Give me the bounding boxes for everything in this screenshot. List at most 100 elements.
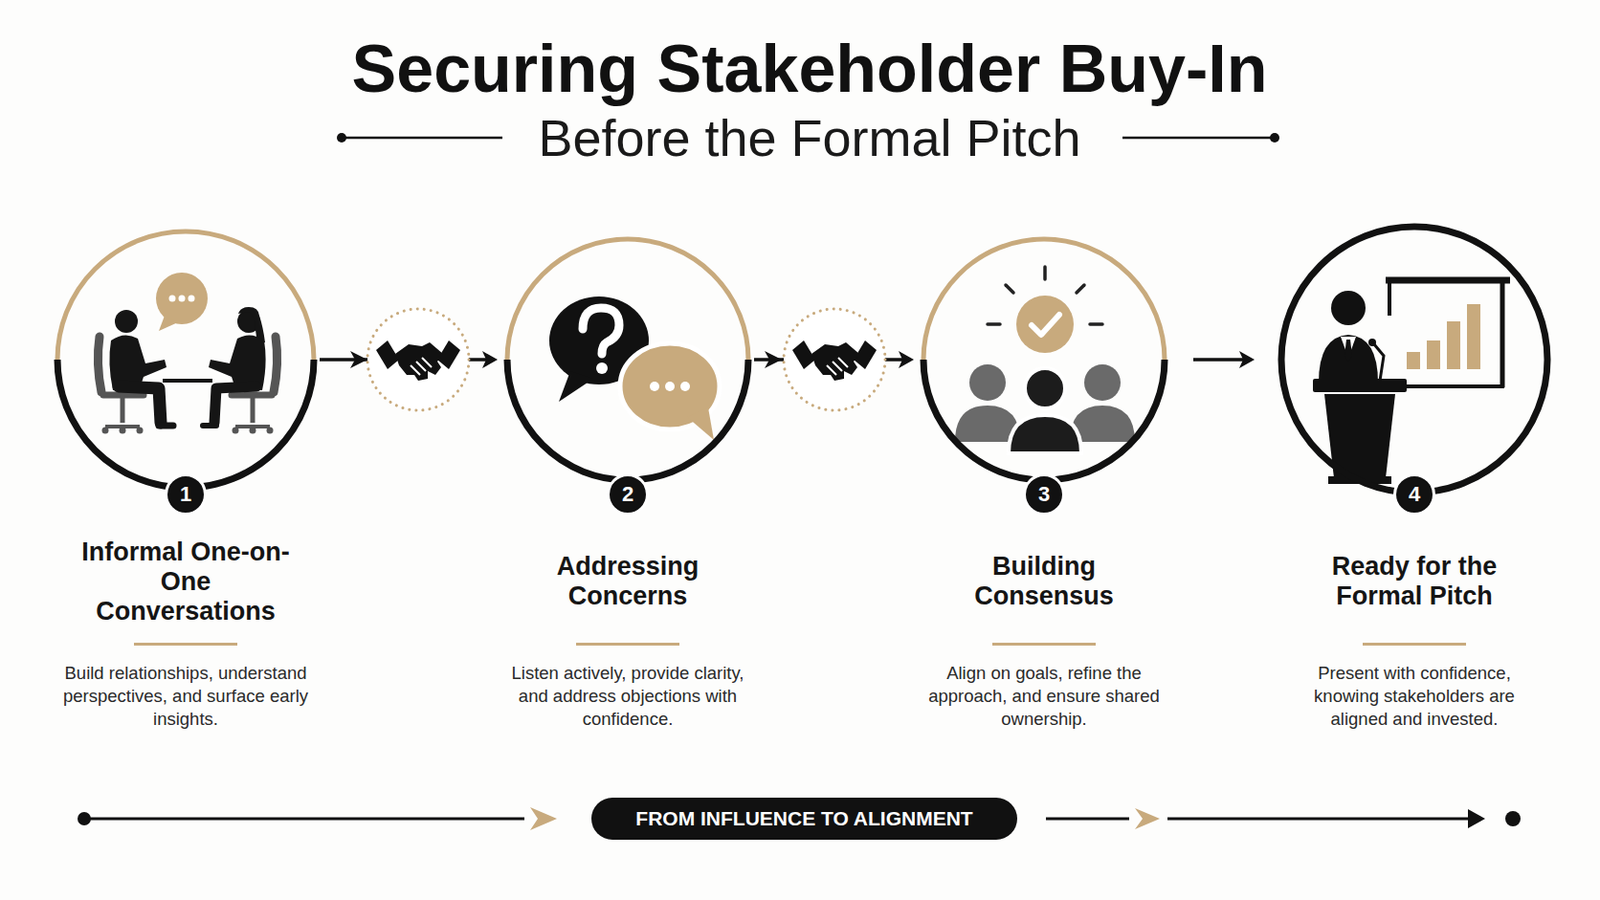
seated-person — [102, 427, 110, 435]
diagram-title: Securing Stakeholder Buy-In — [235, 30, 1384, 108]
connector-line — [1193, 357, 1244, 362]
ring-arc — [57, 359, 314, 489]
seated-person — [214, 386, 257, 423]
arrow-head — [482, 351, 498, 369]
seated-person — [120, 395, 126, 423]
presenter-icon — [1385, 277, 1511, 285]
speech-bubble — [188, 295, 196, 303]
seated-person — [250, 395, 256, 423]
consensus-icon — [1076, 285, 1085, 293]
seated-person — [232, 427, 240, 435]
seated-person — [202, 422, 217, 429]
handshake-symbol — [792, 340, 877, 381]
seated-person — [273, 336, 278, 393]
ring-outline — [1281, 226, 1548, 493]
subtitle-ornament — [1122, 136, 1275, 140]
subtitle: Before the Formal Pitch — [426, 107, 1193, 169]
concerns-icon — [687, 407, 714, 441]
presenter-icon — [1406, 352, 1421, 370]
consensus-icon — [1005, 285, 1014, 293]
gold-rule — [576, 643, 680, 646]
seated-person — [158, 422, 174, 430]
consensus-icon — [987, 322, 1000, 327]
description-area: Listen actively, provide clarity, and ad… — [493, 662, 762, 732]
arrow-head — [898, 351, 914, 369]
seated-person — [136, 427, 144, 435]
description-area: Align on goals, refine the approach, and… — [910, 662, 1178, 732]
ring-arc — [57, 231, 314, 360]
presenter-icon — [1500, 280, 1506, 388]
seated-person — [97, 336, 102, 393]
meeting-icon — [97, 272, 277, 435]
arrow-head — [1239, 351, 1255, 369]
timeline-line — [1467, 809, 1486, 829]
step-heading: Informal One-on-One Conversations — [74, 537, 297, 627]
consensus-icon — [1031, 314, 1060, 335]
consensus-icon — [969, 364, 1006, 401]
step-heading: Ready for the Formal Pitch — [1303, 552, 1526, 612]
presenter-icon — [1446, 321, 1461, 370]
consensus-icon — [1043, 266, 1047, 280]
description-area: Present with confidence, knowing stakeho… — [1280, 662, 1549, 732]
speech-bubble — [155, 272, 208, 332]
consensus-icon — [1008, 415, 1082, 454]
heading-area: Addressing Concerns — [484, 535, 772, 628]
step-number: 3 — [1022, 473, 1066, 516]
timeline-line — [530, 807, 557, 831]
step-description: Align on goals, refine the approach, and… — [915, 662, 1173, 732]
step-number: 1 — [164, 473, 207, 516]
heading-area: Ready for the Formal Pitch — [1270, 535, 1558, 628]
seated-person — [266, 427, 274, 435]
handshake-symbol — [376, 340, 461, 381]
gold-rule — [1362, 643, 1467, 646]
speech-bubble — [178, 295, 186, 303]
timeline-line — [77, 807, 1521, 831]
step-description: Present with confidence, knowing stakeho… — [1286, 662, 1543, 732]
ring-arc — [923, 359, 1165, 481]
presenter-icon — [1344, 339, 1353, 362]
seated-person — [202, 307, 278, 435]
concerns-icon — [558, 371, 594, 402]
concerns-icon — [649, 381, 660, 392]
timeline-line — [1505, 811, 1521, 827]
consensus-icon — [1089, 322, 1103, 327]
gold-rule — [992, 643, 1096, 646]
step-circle: 3Building ConsensusAlign on goals, refin… — [919, 235, 1169, 485]
step-description: Build relationships, understand perspect… — [57, 662, 314, 732]
ring-arc — [507, 359, 749, 481]
subtitle-ornament — [336, 133, 347, 143]
seated-person — [249, 427, 257, 435]
band-label: FROM INFLUENCE TO ALIGNMENT — [635, 807, 973, 831]
presenter-icon — [1426, 340, 1441, 370]
step-circle: 4Ready for the Formal PitchPresent with … — [1277, 222, 1552, 497]
timeline-line — [84, 818, 525, 822]
speech-bubble — [158, 315, 178, 332]
heading-area: Building Consensus — [900, 535, 1188, 628]
presenter-icon — [1387, 280, 1392, 316]
timeline-line — [1045, 818, 1130, 822]
concerns-icon — [549, 296, 720, 441]
handshake-symbol — [764, 351, 782, 369]
timeline-line — [77, 812, 91, 826]
seated-person — [119, 427, 127, 435]
presenter-icon — [1312, 378, 1407, 393]
presenter-icon — [1312, 280, 1511, 485]
seated-person — [114, 310, 138, 334]
consensus-icon — [1024, 368, 1066, 409]
ring-arc — [507, 239, 749, 360]
ring-outline — [919, 235, 1169, 485]
speech-bubble — [169, 295, 177, 303]
speech-bubble — [155, 272, 208, 325]
timeline-line — [1167, 818, 1474, 822]
subtitle-ornament — [1269, 133, 1280, 143]
ring-arc — [923, 239, 1165, 360]
handshake-symbol — [783, 309, 886, 411]
ring-outline — [1277, 222, 1552, 497]
handshake-symbol — [350, 351, 368, 369]
connector-arrow — [1193, 351, 1255, 369]
step-circle: 1Informal One-on-One ConversationsBuild … — [53, 227, 318, 492]
concerns-icon — [596, 362, 608, 375]
concerns-icon — [582, 308, 620, 355]
consensus-icon — [955, 266, 1135, 454]
